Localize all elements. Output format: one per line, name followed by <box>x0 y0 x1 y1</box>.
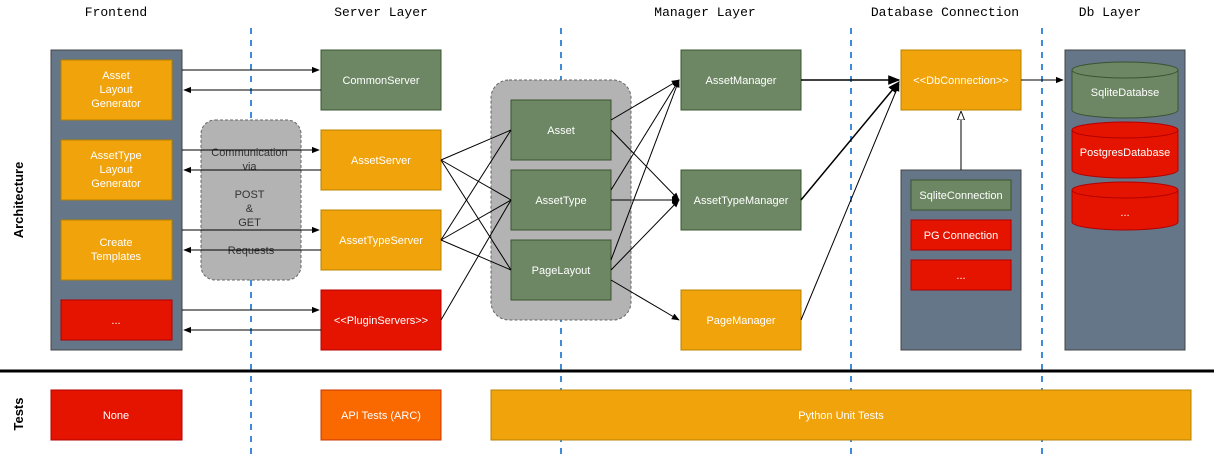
asset-model-box[interactable]: Asset <box>510 99 612 161</box>
test-api-arc-box[interactable]: API Tests (ARC) <box>320 389 442 441</box>
svg-text:PageLayout: PageLayout <box>532 265 591 277</box>
frontend-server-edges <box>182 66 321 334</box>
common-server-box[interactable]: CommonServer <box>320 49 442 111</box>
svg-text:...: ... <box>1120 207 1129 219</box>
svg-text:PageManager: PageManager <box>706 315 775 327</box>
svg-text:...: ... <box>956 270 965 282</box>
plugin-servers-box[interactable]: <<PluginServers>> <box>320 289 442 351</box>
column-title-manager-layer: Manager Layer <box>654 5 755 20</box>
column-title-database-connection: Database Connection <box>871 5 1019 20</box>
svg-text:AssetType: AssetType <box>535 195 586 207</box>
svg-text:...: ... <box>111 315 120 327</box>
svg-text:AssetManager: AssetManager <box>706 75 777 87</box>
frontend-more-box[interactable]: ... <box>60 299 173 341</box>
svg-text:<<PluginServers>>: <<PluginServers>> <box>334 315 428 327</box>
sqlite-connection-box[interactable]: SqliteConnection <box>910 179 1012 211</box>
svg-text:API Tests (ARC): API Tests (ARC) <box>341 410 421 422</box>
test-none-box[interactable]: None <box>50 389 183 441</box>
column-title-frontend: Frontend <box>85 5 147 20</box>
svg-text:AssetTypeServer: AssetTypeServer <box>339 235 423 247</box>
svg-text:None: None <box>103 410 129 422</box>
sqlite-database-cylinder[interactable]: SqliteDatabse <box>1071 61 1179 119</box>
assettype-server-box[interactable]: AssetTypeServer <box>320 209 442 271</box>
pagelayout-model-box[interactable]: PageLayout <box>510 239 612 301</box>
svg-text:Asset: Asset <box>547 125 575 137</box>
svg-text:SqliteConnection: SqliteConnection <box>919 190 1002 202</box>
svg-text:PostgresDatabase: PostgresDatabase <box>1080 147 1171 159</box>
test-python-unit-box[interactable]: Python Unit Tests <box>490 389 1192 441</box>
svg-text:AssetServer: AssetServer <box>351 155 411 167</box>
connection-more-box[interactable]: ... <box>910 259 1012 291</box>
more-database-cylinder[interactable]: ... <box>1071 181 1179 231</box>
page-manager-box[interactable]: PageManager <box>680 289 802 351</box>
asset-manager-box[interactable]: AssetManager <box>680 49 802 111</box>
pg-connection-box[interactable]: PG Connection <box>910 219 1012 251</box>
postgres-database-cylinder[interactable]: PostgresDatabase <box>1071 121 1179 179</box>
svg-text:SqliteDatabse: SqliteDatabse <box>1091 87 1160 99</box>
svg-text:CommonServer: CommonServer <box>342 75 419 87</box>
communication-box: Communication via POST & GET Requests <box>200 119 302 281</box>
row-label-tests: Tests <box>11 398 26 431</box>
assettype-manager-box[interactable]: AssetTypeManager <box>680 169 802 231</box>
dbconnection-interface-box[interactable]: <<DbConnection>> <box>900 49 1022 111</box>
svg-text:PG Connection: PG Connection <box>924 230 999 242</box>
column-title-server-layer: Server Layer <box>334 5 428 20</box>
asset-server-box[interactable]: AssetServer <box>320 129 442 191</box>
assettype-model-box[interactable]: AssetType <box>510 169 612 231</box>
model-manager-edges <box>610 79 680 321</box>
manager-dbconnection-edges <box>800 75 901 321</box>
server-model-edges <box>440 129 512 321</box>
column-title-db-layer: Db Layer <box>1079 5 1141 20</box>
svg-text:Python Unit Tests: Python Unit Tests <box>798 410 884 422</box>
svg-text:AssetTypeManager: AssetTypeManager <box>694 195 789 207</box>
row-label-architecture: Architecture <box>11 162 26 239</box>
svg-text:<<DbConnection>>: <<DbConnection>> <box>913 75 1008 87</box>
